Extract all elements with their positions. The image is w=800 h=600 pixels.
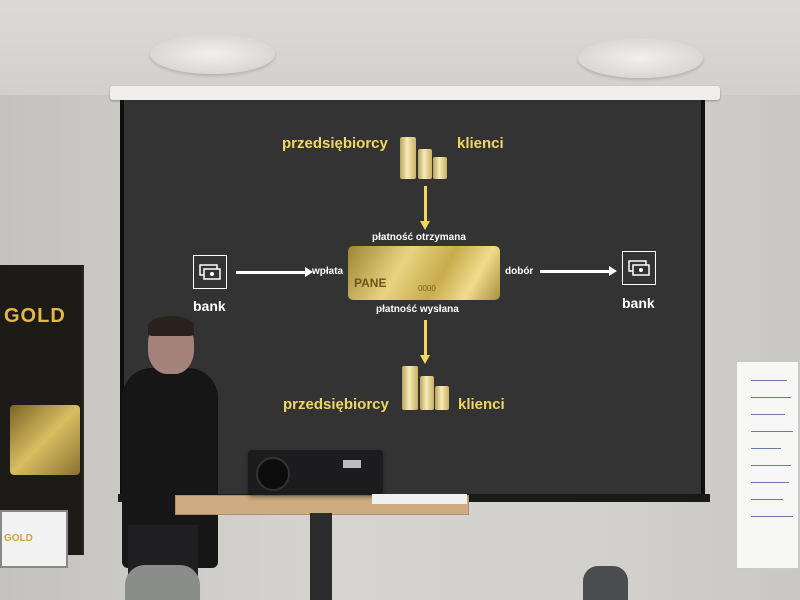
laptop	[0, 510, 68, 568]
bottom-left-label: przedsiębiorcy	[283, 396, 389, 413]
gold-bars-bottom-icon	[402, 366, 450, 410]
sent-label: płatność wysłana	[376, 304, 459, 315]
projector-label	[343, 460, 361, 468]
arrow-down-bottom-icon	[420, 320, 430, 364]
laptop-logo: GOLD	[4, 533, 33, 544]
ceiling-lamp-right	[578, 38, 703, 78]
projector-lens	[256, 457, 290, 491]
banner-card-image	[10, 405, 80, 475]
card-text: PANE	[354, 276, 387, 290]
money-right-icon	[622, 251, 656, 285]
gold-card: PANE	[348, 246, 500, 300]
screen-housing	[110, 86, 720, 100]
bank-right-label: bank	[622, 295, 655, 311]
flipchart	[735, 360, 800, 570]
top-left-label: przedsiębiorcy	[282, 135, 388, 152]
top-right-label: klienci	[457, 135, 504, 152]
arrow-down-top-icon	[420, 186, 430, 230]
table-leg	[310, 513, 332, 600]
deposit-label: wpłata	[312, 266, 344, 277]
papers	[372, 494, 467, 504]
arrow-right-right-icon	[540, 266, 617, 276]
gold-bars-top-icon	[400, 137, 448, 179]
banner-logo: GOLD	[4, 305, 66, 327]
chair-right	[583, 566, 628, 600]
card-number: 0000	[418, 284, 436, 293]
money-left-icon	[193, 255, 227, 289]
arrow-right-left-icon	[236, 267, 313, 277]
selection-label: dobór	[505, 266, 534, 277]
bank-left-label: bank	[193, 298, 226, 314]
received-label: płatność otrzymana	[372, 232, 466, 243]
chair-left	[125, 565, 200, 600]
presenter-hair	[148, 316, 194, 336]
ceiling-lamp-left	[150, 34, 275, 74]
bottom-right-label: klienci	[458, 396, 505, 413]
